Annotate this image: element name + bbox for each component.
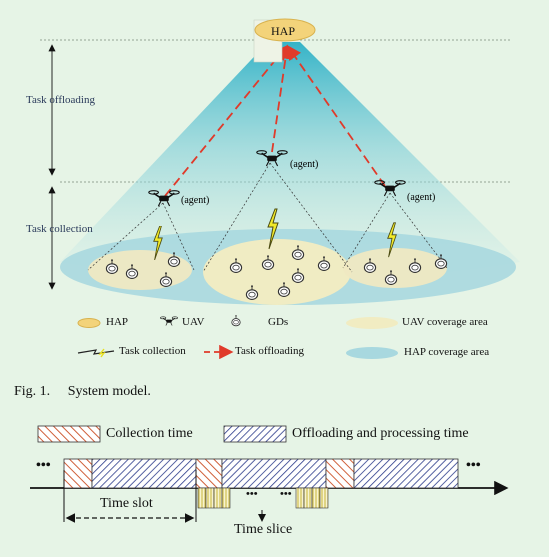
figure-caption: Fig. 1. System model. <box>14 384 151 400</box>
offloading-time-label: Offloading and processing time <box>292 426 469 441</box>
legend-hap-label: HAP <box>106 316 129 328</box>
time-slots <box>63 458 459 489</box>
figure-number: Fig. 1. <box>14 384 51 399</box>
offloading-block <box>353 458 459 489</box>
legend-hap-coverage-label: HAP coverage area <box>404 346 490 358</box>
task-offloading-links <box>164 44 386 197</box>
task-collection-label: Task collection <box>26 223 93 235</box>
time-slot-label: Time slot <box>100 496 153 511</box>
uav-left-agent-label: (agent) <box>181 195 209 206</box>
legend-collection-time-swatch <box>37 425 101 443</box>
time-slice-label: Time slice <box>234 522 293 537</box>
slice-block <box>213 487 223 509</box>
legend-uav-coverage-label: UAV coverage area <box>402 316 488 328</box>
slice-ellipsis-left: ••• <box>246 488 258 500</box>
slice-ellipsis-right: ••• <box>280 488 292 500</box>
offloading-block <box>91 458 197 489</box>
hap-label: HAP <box>271 24 295 38</box>
legend-task-collection-label: Task collection <box>119 345 186 357</box>
task-offloading-label: Task offloading <box>26 94 95 106</box>
legend-offloading-time-swatch <box>223 425 287 443</box>
uav-coverage-area-left <box>88 250 192 290</box>
uav-coverage-cones <box>87 162 448 273</box>
uav-right-agent-label: (agent) <box>407 192 435 203</box>
slice-block <box>197 487 207 509</box>
timeline-ellipsis-left: ••• <box>36 458 51 473</box>
legend-uav-coverage-swatch <box>346 317 398 329</box>
legend-task-offloading-label: Task offloading <box>235 345 304 357</box>
legend-gds-label: GDs <box>268 316 289 328</box>
figure-caption-text: System model. <box>67 384 151 399</box>
collection-block <box>195 458 223 489</box>
uav-coverage-area-center <box>203 239 351 305</box>
slice-block <box>205 487 215 509</box>
slice-block <box>303 487 313 509</box>
collection-block <box>325 458 355 489</box>
time-slices <box>197 487 329 509</box>
uav-center-agent-label: (agent) <box>290 159 318 170</box>
offloading-block <box>221 458 327 489</box>
legend-uav-icon <box>160 316 178 326</box>
legend-gd-icon <box>231 315 241 327</box>
legend-uav-label: UAV <box>182 316 205 328</box>
legend-collection-line <box>77 349 115 355</box>
slice-block <box>221 487 231 509</box>
uav-coverage-area-right <box>343 248 447 288</box>
collection-block <box>63 458 93 489</box>
timeline-ellipsis-right: ••• <box>466 458 481 473</box>
hap-beam-cone <box>60 42 520 281</box>
slice-block <box>295 487 305 509</box>
hap-blimp <box>254 18 316 42</box>
slice-block <box>311 487 321 509</box>
collection-time-label: Collection time <box>106 426 193 441</box>
legend-hap-coverage-swatch <box>346 347 398 359</box>
slice-block <box>319 487 329 509</box>
legend-hap-icon <box>77 318 101 328</box>
